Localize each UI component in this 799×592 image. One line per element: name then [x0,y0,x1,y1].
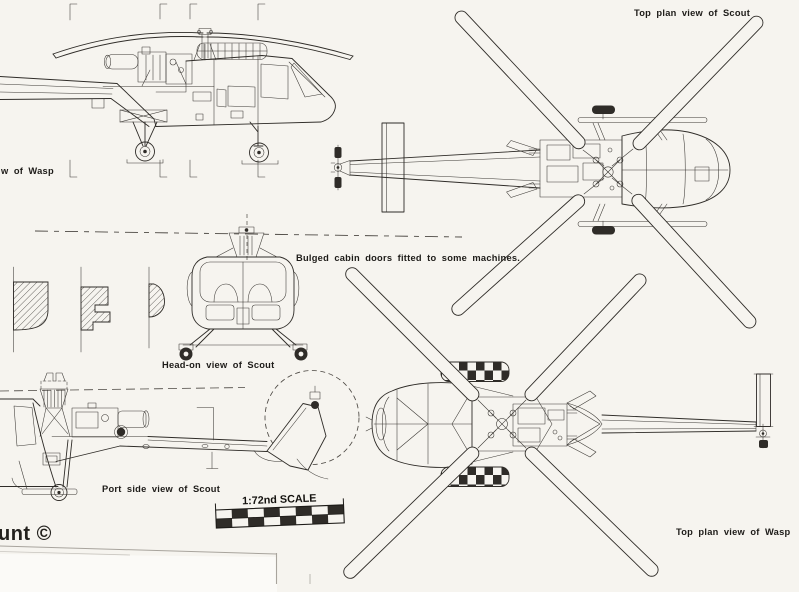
seat [213,283,239,303]
registration-marks [69,3,266,178]
page-edge-shadow-area [0,554,277,592]
scale-checker-cell [231,508,248,519]
tail-rotor-hub [311,401,319,409]
cabin [0,398,121,488]
cabin-outline [191,256,295,330]
scale-checker-cell [263,507,280,518]
bulged-door-right [293,271,300,307]
section-cut-2 [80,286,111,331]
tailplane [753,373,774,427]
tail-boom [119,407,286,469]
tail-rotor [755,423,771,449]
scale-bar: 1:72nd SCALE [214,492,345,529]
scout-top-plan [330,10,764,329]
skid [21,488,78,495]
cabin-windows [192,62,323,121]
tail-bumper [296,458,329,480]
tail-fin [506,182,538,198]
rear-wheel [249,142,269,163]
antenna [206,451,219,469]
wasp-top-plan [343,267,774,579]
label-wasp-side-clipped: w of Wasp [0,166,54,176]
main-rotor-hub [592,156,624,188]
bulged-door-left [186,271,193,307]
antenna [196,407,214,441]
label-scout-port-side: Port side view of Scout [102,484,220,494]
front-wheel [135,141,155,162]
rotor-plane-dashed [0,387,246,392]
scale-checker-cell [311,514,329,525]
lower-window [251,304,281,321]
wheel [50,484,68,501]
tailplane [381,122,405,213]
seat [247,283,273,303]
label-scout-top-plan: Top plan view of Scout [634,8,750,18]
landing-gear [11,439,78,501]
scale-checker-cell [327,504,344,515]
label-wasp-top-plan: Top plan view of Wasp [676,527,790,537]
tail-fin [266,385,329,480]
main-rotor-blades [343,267,659,579]
section-cut-3 [148,283,165,318]
landing-gear [178,328,308,361]
fuselage-cross-sections [13,266,165,353]
tail-rotor [330,144,351,191]
section-cut-1 [13,281,49,331]
scout-head-on-view [178,214,308,361]
scale-checker-cell [247,517,265,527]
main-rotor-blades [451,10,764,329]
mid-fuselage [451,385,553,463]
engine-bay [512,403,578,447]
engine [102,46,215,87]
datum-dashed-line [34,230,463,238]
rotor-pylon [39,372,71,437]
scale-checker-cell [279,515,297,526]
flotation-pack [196,42,268,60]
scale-bar-label: 1:72nd SCALE [242,492,317,507]
lower-window [205,304,235,321]
scale-checker-cell [216,518,233,528]
page-edge-lines [0,545,311,584]
landing-gear [119,109,279,165]
tail-rotor-disc-dashed [264,370,360,465]
scale-bar-checkers [216,504,344,528]
scout-port-side-view [0,370,360,501]
label-bulged-doors-note: Bulged cabin doors fitted to some machin… [296,253,520,263]
blade-counterweight [592,226,615,235]
blade-counterweight [592,105,615,114]
tail-fin [506,140,538,156]
main-rotor-blades [52,32,354,60]
wasp-side-view [0,28,354,165]
credit-text-clipped: unt © [0,523,52,545]
fuselage [110,55,336,127]
scale-checker-cell [295,506,312,516]
tail-boom [0,76,118,109]
jet-pipe [117,410,147,428]
label-scout-head-on: Head-on view of Scout [162,360,274,370]
engine [51,402,150,439]
